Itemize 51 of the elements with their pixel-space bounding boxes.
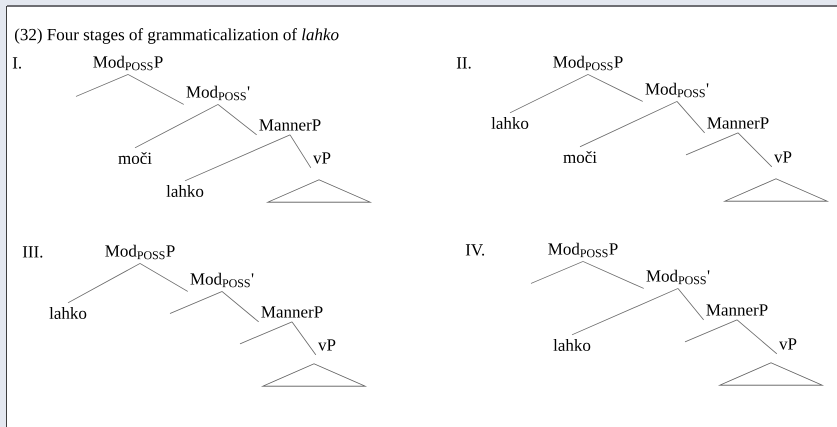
tree-label: MannerP — [261, 306, 322, 318]
branch-line — [128, 74, 184, 105]
branch-line — [684, 319, 738, 342]
tree-label: MannerP — [259, 119, 320, 131]
stage-number: IV. — [466, 244, 484, 256]
branch-line — [184, 134, 290, 182]
tree-label: Mod$_{POSS}$P — [553, 56, 623, 70]
branch-line — [510, 74, 588, 114]
tree-label: Mod$_{POSS}$P — [548, 242, 618, 258]
branch-line — [572, 288, 678, 336]
branch-line — [290, 134, 312, 168]
tree-label: Mod$_{POSS}$P — [93, 56, 163, 70]
branch-line — [218, 104, 258, 136]
branch-line — [134, 104, 218, 148]
branch-line — [170, 291, 222, 314]
stage-number: I. — [12, 57, 21, 69]
branch-line — [686, 132, 738, 156]
branch-line — [588, 74, 644, 102]
tree-label: MannerP — [706, 304, 768, 316]
branch-line — [76, 74, 128, 97]
tree-label: vP — [313, 152, 330, 164]
tree-label: vP — [774, 151, 792, 163]
tree-label: vP — [318, 339, 336, 351]
branch-line — [580, 101, 678, 148]
branch-line — [140, 263, 188, 292]
tree-label: lahko — [553, 339, 590, 351]
branch-line — [68, 263, 140, 304]
branch-line — [582, 261, 644, 289]
tree-label: lahko — [491, 117, 528, 129]
branch-line — [676, 101, 706, 134]
tree-label: vP — [779, 338, 796, 350]
branch-line — [222, 291, 260, 322]
tree-label: lahko — [49, 307, 86, 319]
tree-label: Mod$_{POSS}$' — [645, 82, 708, 98]
tree-label: moči — [563, 151, 597, 163]
branch-line — [530, 261, 584, 284]
stage-number: II. — [456, 57, 471, 69]
tree-label: moči — [118, 152, 152, 164]
branch-line — [738, 132, 772, 168]
title: (32) Four stages of grammaticalization of lahko — [14, 28, 338, 44]
tree-label: Mod$_{POSS}$P — [105, 244, 175, 260]
tree-label: Mod$_{POSS}$' — [186, 86, 250, 100]
branch-line — [736, 319, 778, 354]
stage-number: III. — [22, 246, 42, 258]
tree-label: MannerP — [707, 117, 768, 129]
tree-label: Mod$_{POSS}$' — [646, 270, 710, 284]
branch-line — [678, 288, 704, 320]
branch-line — [292, 321, 316, 356]
tree-label: Mod$_{POSS}$' — [190, 272, 254, 288]
branch-line — [240, 321, 292, 344]
tree-label: lahko — [166, 185, 204, 197]
